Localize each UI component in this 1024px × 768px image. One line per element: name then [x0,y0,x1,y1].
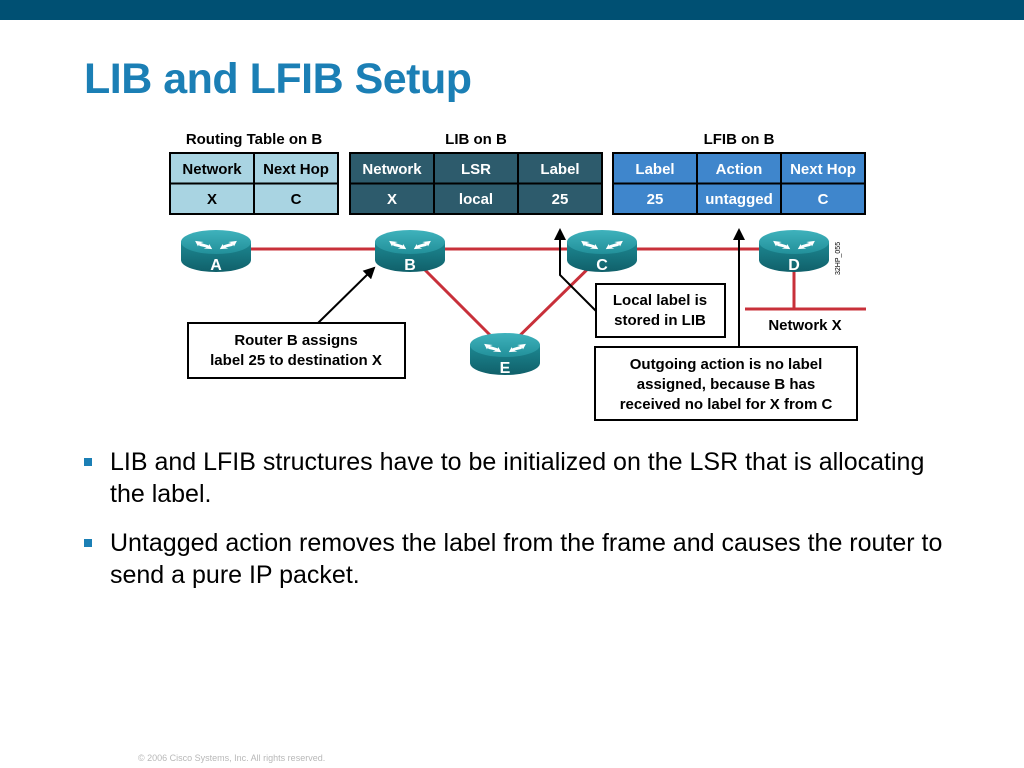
callout-local-label-line-2: stored in LIB [614,312,706,329]
callout-outgoing-line-3: received no label for X from C [620,396,833,413]
bullet-text: LIB and LFIB structures have to be initi… [110,448,925,508]
routing-table-caption: Routing Table on B [186,131,323,148]
callout-local-label-box [595,283,726,338]
router-a-label: A [210,257,222,274]
lib-cell-lsr: local [459,191,493,208]
callout-router-b-arrow [317,266,376,324]
callout-outgoing-line-2: assigned, because B has [637,376,815,393]
lib-header-network: Network [362,161,422,178]
slide-title: LIB and LFIB Setup [84,55,472,103]
lfib-table: Label Action Next Hop 25 untagged C [612,152,866,215]
callout-outgoing-box [594,346,858,421]
router-b: B [375,230,445,274]
callout-router-b-line-2: label 25 to destination X [210,352,382,369]
lfib-header-label: Label [635,161,674,178]
lfib-cell-label: 25 [647,191,664,208]
router-b-label: B [404,257,416,274]
lfib-header-next-hop: Next Hop [790,161,856,178]
router-c-label: C [596,257,608,274]
bullet-item: Untagged action removes the label from t… [84,527,964,591]
network-x-label: Network X [768,317,841,334]
lfib-caption: LFIB on B [704,131,775,148]
routing-cell-next-hop: C [291,191,302,208]
routing-table: Network Next Hop X C [169,152,339,215]
copyright-footer: © 2006 Cisco Systems, Inc. All rights re… [138,753,326,763]
lib-caption: LIB on B [445,131,507,148]
bullet-item: LIB and LFIB structures have to be initi… [84,446,964,510]
router-d-label: D [788,257,800,274]
lib-table: Network LSR Label X local 25 [349,152,603,215]
routing-header-network: Network [182,161,242,178]
callout-outgoing-line-1: Outgoing action is no label [630,356,823,373]
router-c: C [567,230,637,274]
bullet-list: LIB and LFIB structures have to be initi… [84,446,964,608]
router-e: E [470,333,540,377]
link-c-e [503,253,604,352]
top-bar [0,0,1024,20]
lib-cell-label: 25 [552,191,569,208]
lib-cell-network: X [387,191,397,208]
figure-id: 32HP_055 [835,242,842,275]
router-d: D [759,230,829,274]
network-links [216,247,866,352]
callout-local-label-arrow [554,228,597,312]
link-b-e [408,253,507,352]
bullet-square-icon [84,458,92,466]
callout-router-b-box [187,322,406,379]
lfib-cell-action: untagged [705,191,773,208]
mpls-diagram: Routing Table on B LIB on B LFIB on B Ne… [169,131,866,421]
routing-cell-network: X [207,191,217,208]
lfib-cell-next-hop: C [818,191,829,208]
routing-header-next-hop: Next Hop [263,161,329,178]
lib-header-lsr: LSR [461,161,491,178]
lfib-header-action: Action [716,161,763,178]
callout-local-label-line-1: Local label is [613,292,707,309]
router-a: A [181,230,251,274]
callout-router-b-line-1: Router B assigns [234,332,357,349]
lib-header-label: Label [540,161,579,178]
bullet-text: Untagged action removes the label from t… [110,529,943,589]
router-e-label: E [500,360,511,377]
bullet-square-icon [84,539,92,547]
